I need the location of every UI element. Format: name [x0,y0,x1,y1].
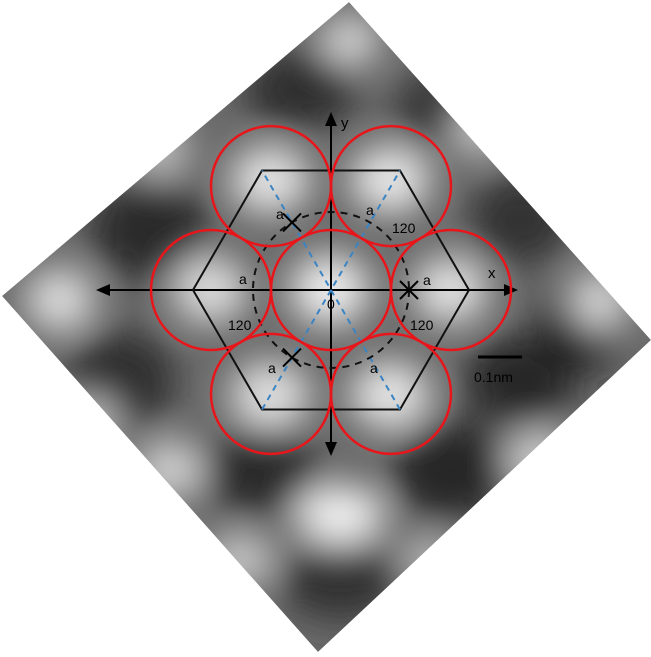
lattice-label-top-right: a [366,202,374,218]
cross-stroke [399,280,419,300]
y-axis-arrow-bottom [325,442,337,456]
atom-circle [149,228,273,352]
lattice-label-bottom-right: a [370,360,378,376]
origin-label: 0 [327,296,335,312]
cross-markers [282,212,419,368]
cross-marker [282,212,302,233]
lattice-label-left: a [239,271,247,287]
x-axis-arrow-left [96,284,110,296]
angle-label-right: 120 [410,317,434,333]
cross-stroke [282,212,302,233]
cross-stroke [282,347,302,368]
atom-circle [329,124,453,248]
axis-x-label: x [488,265,496,282]
angle-label-top-right: 120 [392,220,416,236]
atom-circle [209,332,333,456]
lattice-label-top-left: a [276,206,284,222]
atom-circles [149,124,513,456]
lattice-label-right: a [423,272,431,288]
atom-circle [389,228,513,352]
y-axis-arrow-top [325,112,337,126]
cross-marker [282,347,302,368]
diagonal-lines [261,169,401,411]
scale-bar-label: 0.1nm [474,369,513,385]
angle-label-left: 120 [228,317,252,333]
cross-marker [399,280,419,300]
lattice-label-bottom-left: a [268,360,276,376]
diagonal-line [261,169,401,411]
axis-y-label: y [341,115,349,132]
